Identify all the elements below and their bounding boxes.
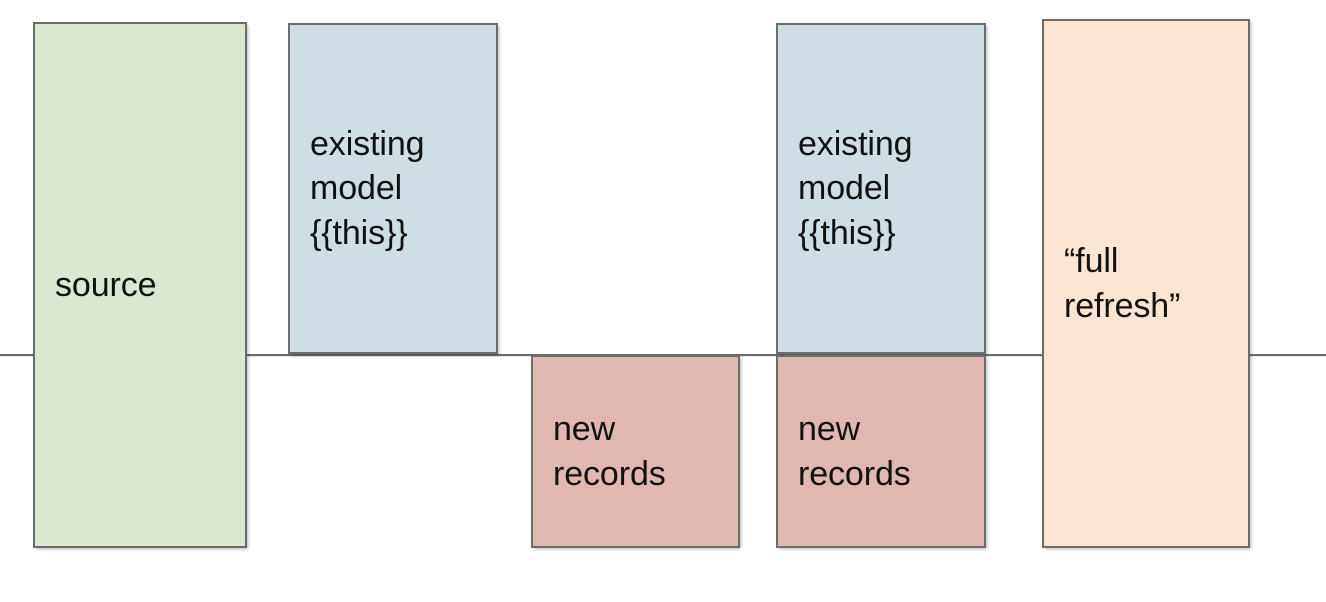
- box-label-full-refresh: “full refresh”: [1064, 242, 1181, 325]
- box-source[interactable]: source: [33, 22, 247, 548]
- box-label-new-records-1: new records: [553, 410, 666, 493]
- box-label-existing-model-2: existing model {{this}}: [798, 125, 913, 252]
- box-label-source: source: [55, 265, 157, 304]
- box-existing-model-1[interactable]: existing model {{this}}: [288, 23, 498, 354]
- box-new-records-2[interactable]: new records: [776, 355, 986, 548]
- box-label-new-records-2: new records: [798, 410, 911, 493]
- box-full-refresh[interactable]: “full refresh”: [1042, 19, 1250, 548]
- box-label-existing-model-1: existing model {{this}}: [310, 125, 425, 252]
- box-new-records-1[interactable]: new records: [531, 355, 740, 548]
- box-existing-model-2[interactable]: existing model {{this}}: [776, 23, 986, 354]
